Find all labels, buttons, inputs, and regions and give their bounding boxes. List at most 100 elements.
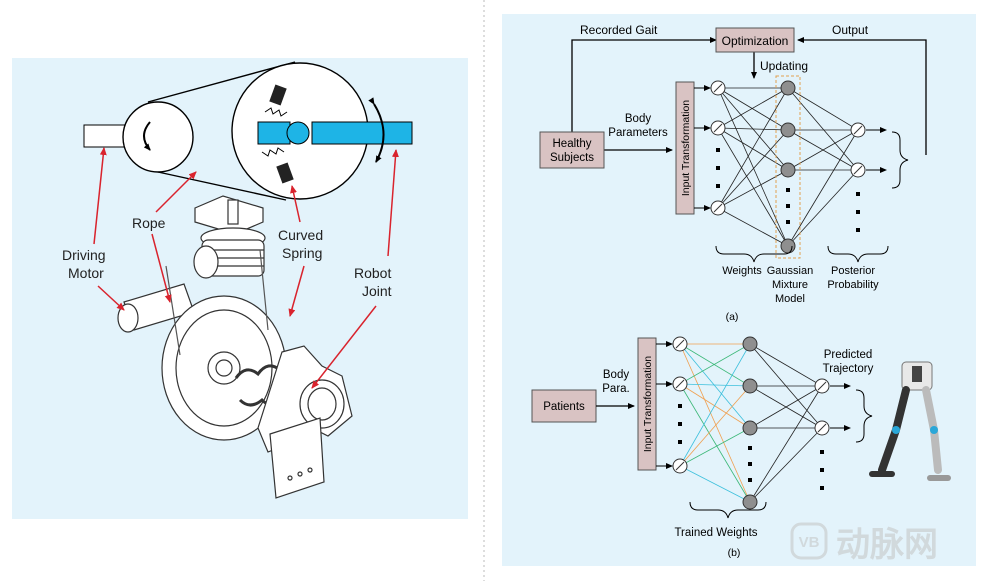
trained-edge bbox=[679, 343, 751, 385]
robot-joint-plate bbox=[269, 417, 325, 499]
trained-edge bbox=[679, 343, 751, 467]
trained-edge bbox=[679, 465, 751, 503]
motor-rotation-arrow bbox=[143, 121, 151, 151]
robot-joint-bore bbox=[299, 379, 345, 429]
edge-hidden-output bbox=[749, 343, 823, 387]
trained-edge bbox=[679, 383, 751, 387]
gmm-label-2: Mixture bbox=[772, 279, 808, 291]
edge-hidden-output bbox=[749, 427, 823, 503]
input-transformation-label-b: Input Transformation bbox=[642, 356, 654, 452]
gmm-node bbox=[780, 162, 796, 178]
ellipsis-dot bbox=[856, 192, 860, 196]
gmm-label-1: Gaussian bbox=[767, 265, 813, 277]
edge-hidden-output bbox=[787, 129, 859, 247]
predicted-label-2: Trajectory bbox=[823, 363, 874, 375]
plate-hole bbox=[307, 467, 313, 473]
joint-hub bbox=[286, 121, 310, 145]
recorded-gait-line bbox=[571, 37, 717, 132]
robot-torso-panel bbox=[912, 366, 922, 382]
ellipsis-dot bbox=[856, 228, 860, 232]
driving-motor-label-2: Motor bbox=[68, 265, 104, 281]
robot-joint-label-2: Joint bbox=[362, 283, 392, 299]
curved-spring-label-2: Spring bbox=[282, 245, 322, 261]
gmm-node bbox=[780, 122, 796, 138]
body-parameters-label-1: Body bbox=[625, 113, 651, 125]
optimization-box bbox=[715, 27, 795, 53]
input-transformation-box-b bbox=[637, 337, 657, 471]
edge-hidden-output bbox=[749, 385, 823, 503]
rope-lower bbox=[157, 171, 287, 201]
input-node-slash bbox=[713, 203, 723, 213]
driving-motor-end bbox=[117, 303, 139, 333]
output-label: Output bbox=[832, 23, 869, 37]
ellipsis-dot bbox=[820, 450, 824, 454]
input-node-slash bbox=[713, 123, 723, 133]
ellipsis-dot bbox=[820, 486, 824, 490]
ellipsis-dot bbox=[678, 404, 682, 408]
robot-joint-label-1: Robot bbox=[354, 265, 391, 281]
rope-upper bbox=[147, 61, 296, 103]
ellipsis-dot bbox=[748, 446, 752, 450]
gmm-dashed-box bbox=[775, 75, 801, 259]
spring-zigzag-lower bbox=[261, 147, 285, 157]
right-panel-background bbox=[502, 14, 976, 566]
ellipsis-dot bbox=[678, 422, 682, 426]
arrow-spring-top bbox=[290, 185, 301, 223]
input-transformation-box-a bbox=[675, 81, 695, 215]
optimization-label: Optimization bbox=[722, 34, 789, 48]
edge-input-hidden bbox=[717, 87, 789, 247]
watermark: VB 动脉网 bbox=[790, 522, 938, 564]
posterior-node-slash bbox=[853, 125, 863, 135]
output-line bbox=[797, 37, 927, 155]
network-b bbox=[656, 336, 851, 510]
input-transformation-label-a: Input Transformation bbox=[680, 100, 692, 196]
ellipsis-dot bbox=[856, 210, 860, 214]
spring-zigzag-upper bbox=[264, 107, 288, 117]
trained-weights-label: Trained Weights bbox=[674, 527, 757, 539]
robot-knee-right bbox=[930, 426, 938, 434]
ellipsis-dot bbox=[786, 204, 790, 208]
predicted-label-1: Predicted bbox=[824, 349, 873, 361]
joint-housing-rim bbox=[175, 309, 273, 427]
plate-hole bbox=[287, 475, 293, 481]
arrow-driving-motor-top bbox=[93, 147, 107, 245]
ellipsis-dot bbox=[716, 166, 720, 170]
arrow-rope-bottom bbox=[151, 233, 172, 303]
ellipsis-dot bbox=[716, 184, 720, 188]
joint-housing-center bbox=[215, 359, 233, 377]
hidden-node bbox=[742, 336, 758, 352]
input-node-slash bbox=[713, 83, 723, 93]
motor-pulley-3d bbox=[193, 245, 219, 279]
ellipsis-dot bbox=[820, 468, 824, 472]
motor-pulley bbox=[122, 101, 194, 173]
posterior-label-1: Posterior bbox=[831, 265, 875, 277]
rope-3d bbox=[165, 249, 269, 356]
robot-joint-bore-inner bbox=[307, 387, 337, 421]
input-node-slash bbox=[675, 339, 685, 349]
gmm-node bbox=[780, 238, 796, 254]
trained-edge bbox=[679, 343, 751, 503]
trained-weights-brace bbox=[689, 501, 767, 519]
healthy-subjects-label-1: Healthy bbox=[553, 138, 592, 150]
right-panel: Optimization Recorded Gait Output Updati… bbox=[502, 14, 976, 566]
curved-spring-label-1: Curved bbox=[278, 227, 323, 243]
posterior-node-slash bbox=[853, 165, 863, 175]
output-node-slash bbox=[817, 381, 827, 391]
recorded-gait-label: Recorded Gait bbox=[580, 23, 658, 37]
output-brace bbox=[891, 131, 909, 189]
caption-a: (a) bbox=[726, 311, 739, 323]
posterior-label-2: Probability bbox=[827, 279, 879, 291]
diagram-b: Patients Body Para. Input Transformation… bbox=[531, 336, 951, 559]
joint-rotation-arrow bbox=[368, 97, 385, 163]
updating-label: Updating bbox=[760, 59, 808, 73]
weights-label: Weights bbox=[722, 265, 762, 277]
posterior-brace bbox=[827, 245, 889, 263]
gmm-label-3: Model bbox=[775, 293, 805, 305]
rope-label: Rope bbox=[132, 215, 166, 231]
watermark-text: 动脉网 bbox=[836, 526, 938, 564]
diagram-a: Optimization Recorded Gait Output Updati… bbox=[539, 23, 927, 323]
trained-edge bbox=[679, 427, 751, 467]
output-node-slash bbox=[817, 423, 827, 433]
edge-hidden-output bbox=[787, 87, 859, 171]
input-node-slash bbox=[675, 461, 685, 471]
